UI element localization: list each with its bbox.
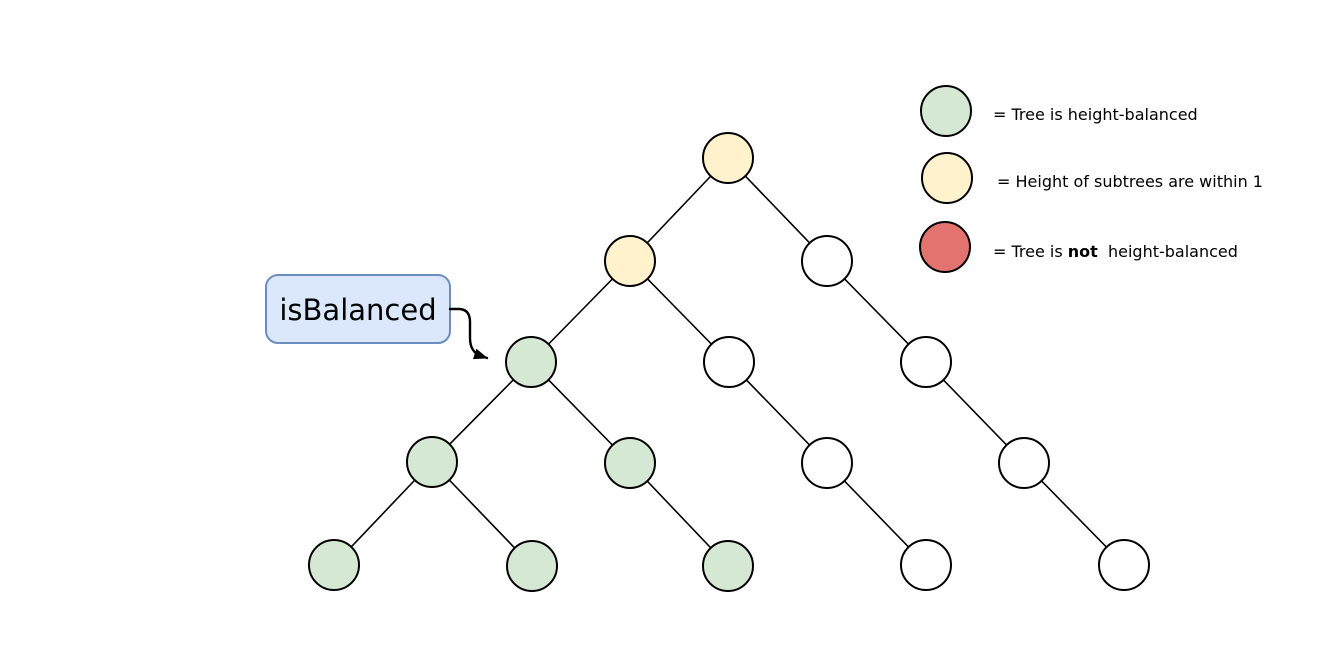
tree-node-RRR [998, 437, 1050, 489]
tree-node-root [702, 132, 754, 184]
legend-label-within_one: = Height of subtrees are within 1 [997, 172, 1263, 191]
isbalanced-callout-label: isBalanced [279, 293, 436, 327]
tree-node-LLRR [702, 540, 754, 592]
tree-node-RRRR [1098, 539, 1150, 591]
legend-swatch-not_balanced [919, 221, 971, 273]
tree-node-R [801, 235, 853, 287]
tree-node-LLL [406, 436, 458, 488]
legend-label-not_balanced: = Tree is not height-balanced [993, 242, 1238, 261]
callout-arrow [448, 307, 489, 360]
tree-node-LLLR [506, 540, 558, 592]
legend-swatch-within_one [921, 152, 973, 204]
tree-node-LLR [604, 437, 656, 489]
tree-node-LLLL [308, 539, 360, 591]
legend-swatch-balanced [920, 85, 972, 137]
tree-node-LRR [801, 437, 853, 489]
tree-node-L [604, 235, 656, 287]
legend-label-balanced: = Tree is height-balanced [993, 105, 1198, 124]
tree-node-LRRR [900, 539, 952, 591]
tree-node-LR [703, 336, 755, 388]
tree-node-RR [900, 336, 952, 388]
tree-node-LL [505, 336, 557, 388]
